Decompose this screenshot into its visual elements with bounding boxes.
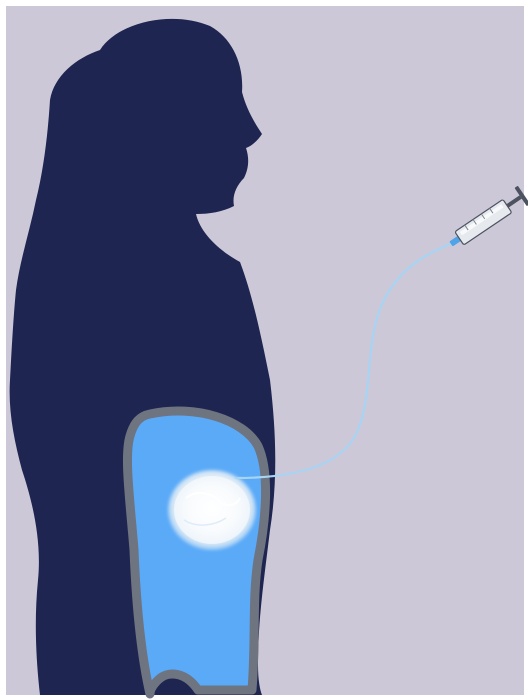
stomach-icon bbox=[127, 411, 265, 694]
gastric-balloon-icon bbox=[168, 470, 256, 550]
